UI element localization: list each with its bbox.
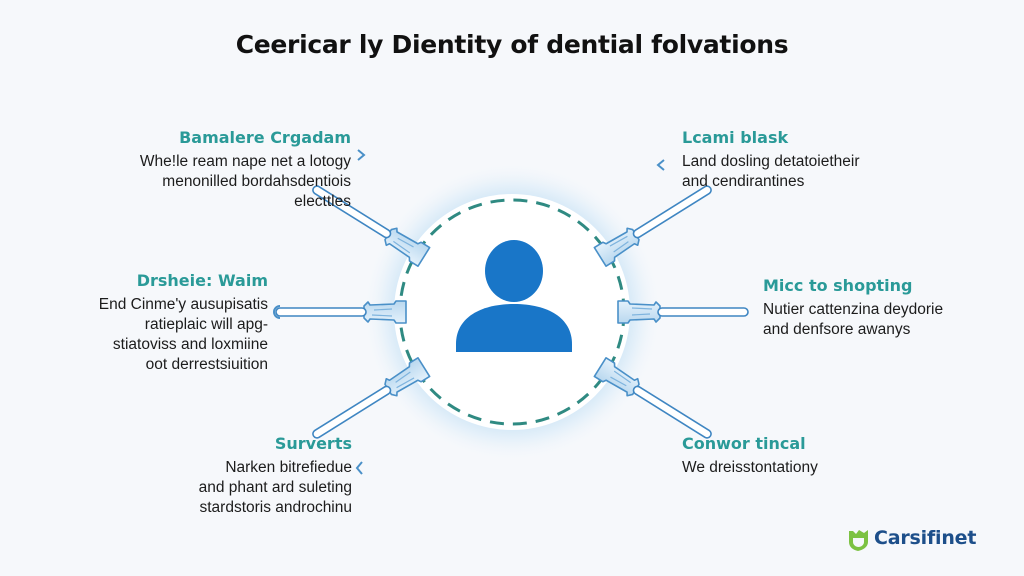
probes [275,185,749,439]
feature-title: Lcami blask [682,128,789,147]
feature-title: Surverts [274,434,352,453]
feature-text-line: Whe!le ream nape net a lotogy [139,153,351,170]
page-title: Ceericar ly Dientity of dential folvatio… [235,30,789,59]
feature-text-line: stardstoris androchinu [199,499,353,516]
feature-title: Conwor tincal [682,434,806,453]
connector-mark-top-right [656,159,665,171]
brand-logo [849,530,868,551]
feature-block-middle-left: Drsheie: Waim End Cinme'y ausupisatis ra… [99,270,268,375]
feature-title: Drsheie: Waim [136,271,268,290]
user-icon [456,240,572,352]
feature-text-line: and phant ard suleting [198,479,352,496]
feature-title: Micc to shopting [763,276,913,295]
connector-mark-bottom-left [355,461,363,475]
feature-text-line: Nutier cattenzina deydorie [763,301,944,318]
probe-bottom-right [593,356,712,439]
feature-title: Bamalere Crgadam [179,128,351,147]
probe-bottom-left [312,356,431,439]
feature-text-line: oot derrestsiuition [145,356,268,373]
feature-block-top-right: Lcami blask Land dosling detatoietheir a… [682,127,860,192]
feature-block-top-left: Bamalere Crgadam Whe!le ream nape net a … [140,127,351,212]
connector-mark-middle-left [273,305,281,319]
feature-text-line: We dreisstontationy [682,459,818,476]
probe-top-left [312,185,431,268]
feature-text-line: ratieplaic will apg- [144,316,268,333]
feature-text-line: and cendirantines [682,173,805,190]
brand: Carsifinet [846,527,976,549]
feature-block-bottom-right: Conwor tincal We dreisstontationy [682,433,818,478]
probe-middle-right [617,300,749,324]
connector-marks [273,149,665,475]
brand-logo-spacer [846,527,868,549]
probe-top-right [593,185,712,268]
feature-block-bottom-left: Surverts Narken bitrefiedue and phant ar… [199,433,352,518]
feature-text-line: End Cinme'y ausupisatis [98,296,268,313]
feature-block-middle-right: Micc to shopting Nutier cattenzina deydo… [763,275,943,340]
feature-text-line: Land dosling detatoietheir [682,153,860,170]
feature-text-line: menonilled bordahsdentiois [162,173,351,190]
feature-text-line: electtles [294,193,351,210]
feature-text-line: stiatoviss and loxmiine [112,336,268,353]
probe-middle-left [275,300,407,324]
feature-text-line: Narken bitrefiedue [225,459,352,476]
feature-text-line: and denfsore awanys [763,321,911,338]
brand-name: Carsifinet [874,527,977,549]
connector-mark-top-left [357,149,366,161]
